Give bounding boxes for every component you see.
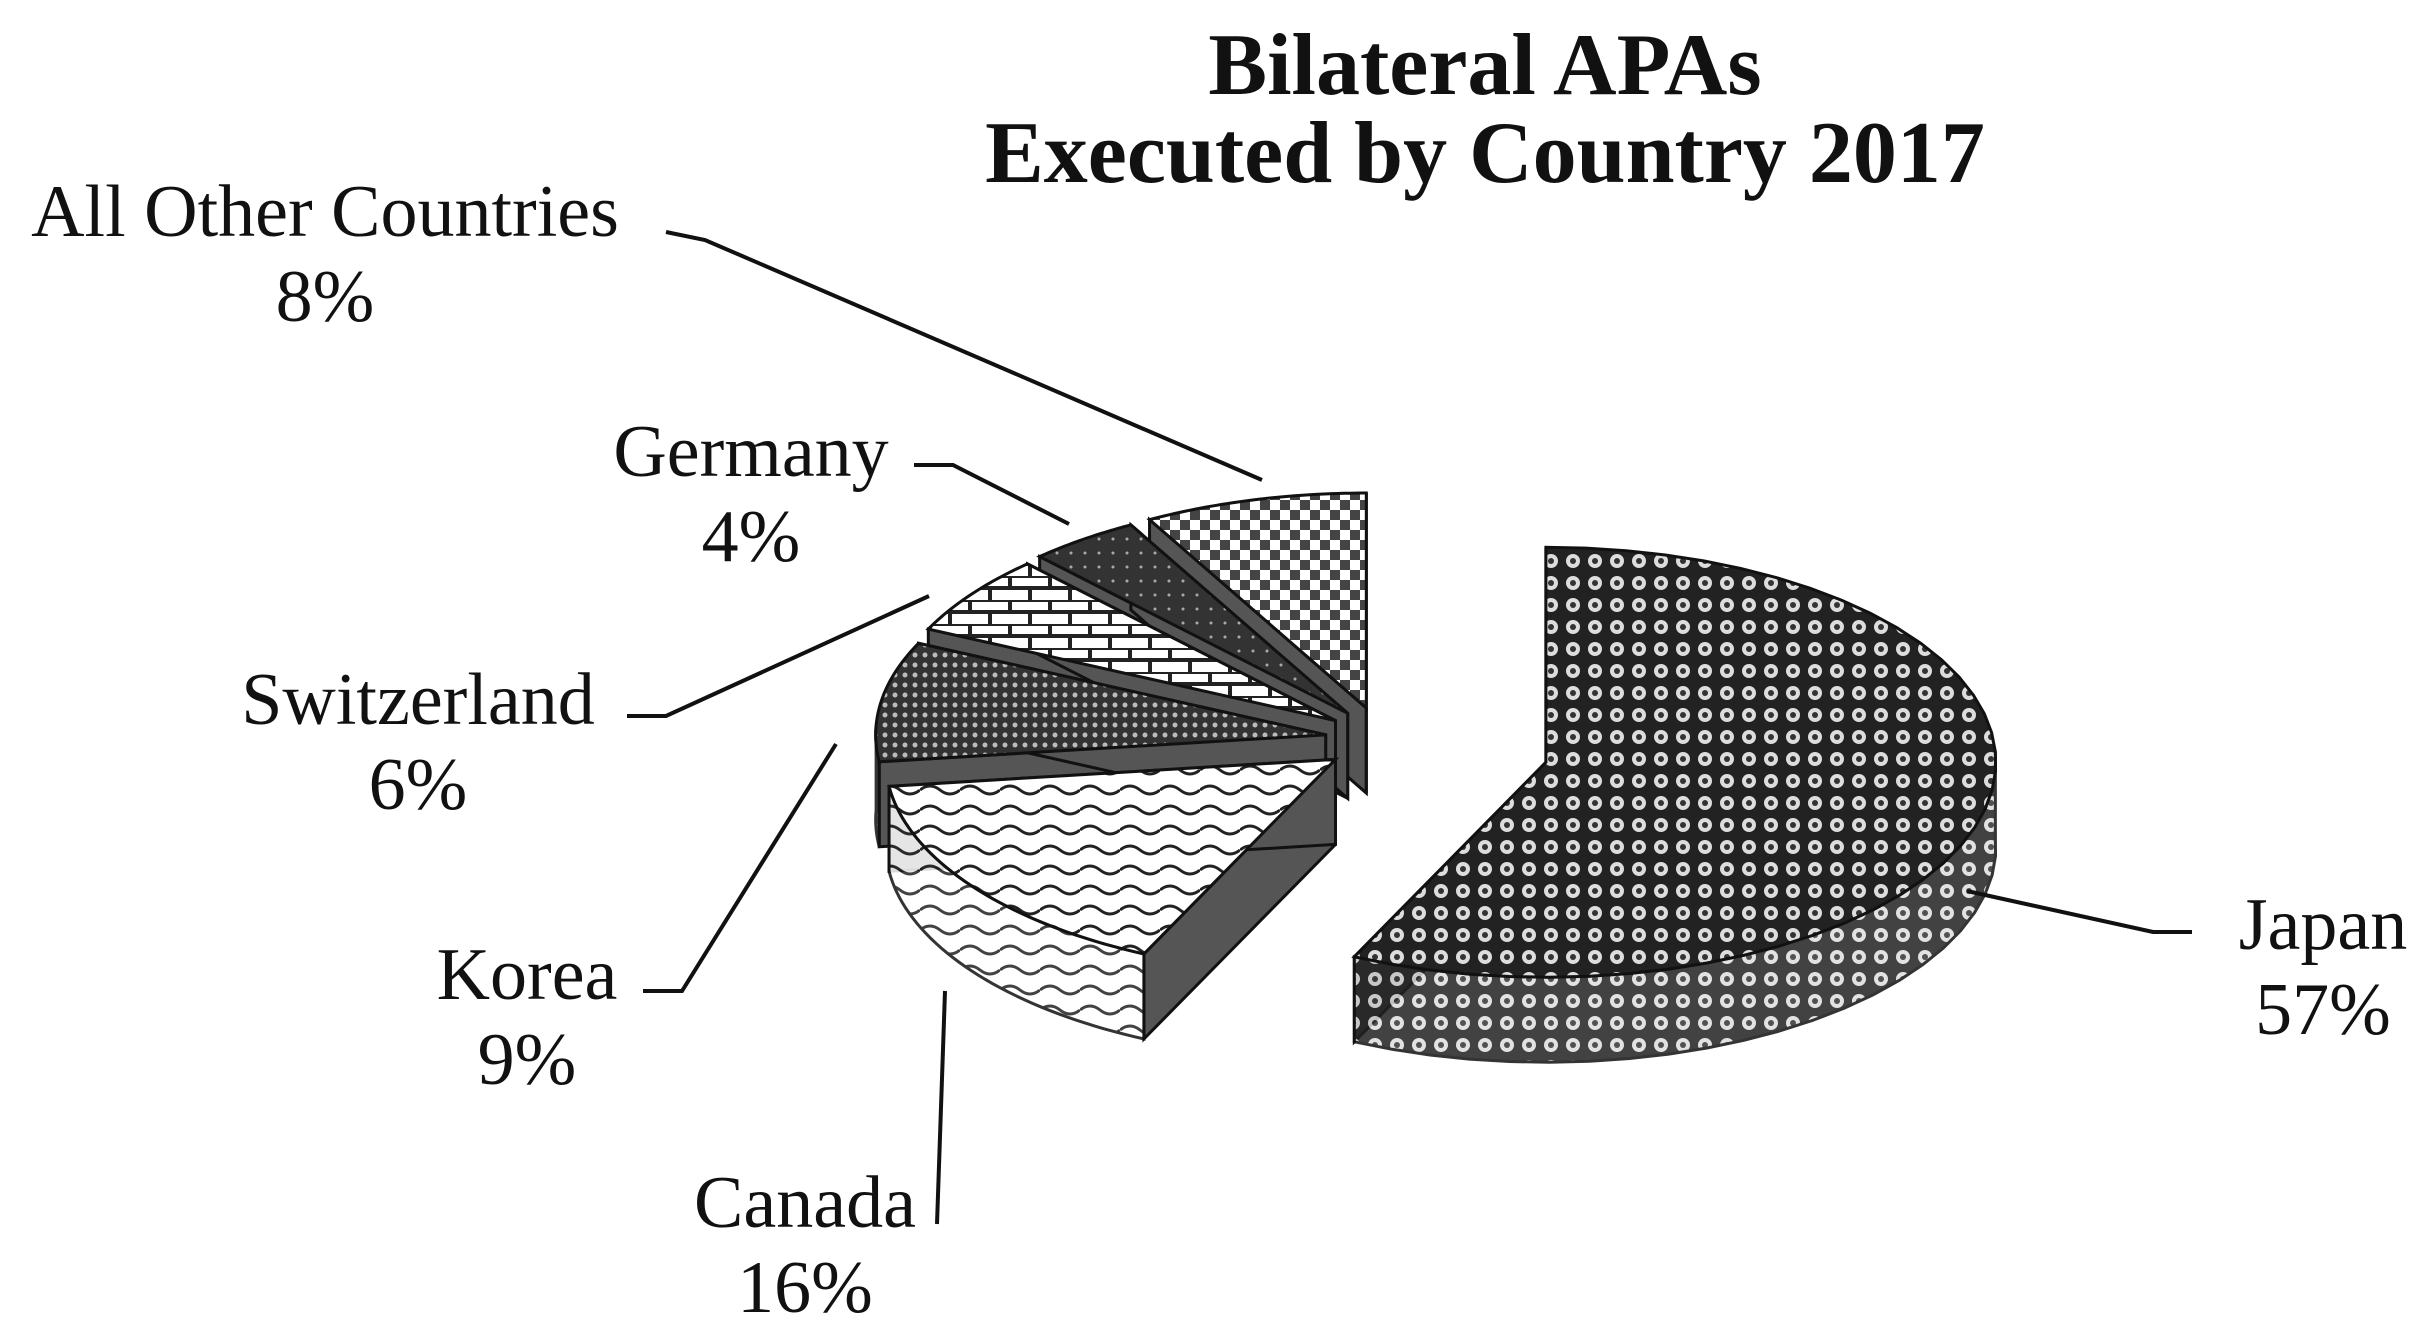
slice-top bbox=[1036, 523, 1349, 715]
slice-japan bbox=[1351, 545, 1998, 1064]
chart-title-line-1: Bilateral APAs bbox=[1208, 17, 1762, 114]
slice-canada bbox=[887, 755, 1340, 1043]
slice-top bbox=[874, 641, 1327, 764]
slice-top bbox=[925, 562, 1337, 723]
leader-line-switzerland bbox=[627, 594, 930, 718]
slice-top bbox=[1351, 545, 1998, 979]
chart-title-line-2: Executed by Country 2017 bbox=[985, 105, 1985, 202]
leader-line-germany bbox=[914, 463, 1070, 526]
leader-line-canada bbox=[935, 990, 947, 1225]
slice-top bbox=[887, 757, 1340, 956]
leader-line-korea bbox=[643, 742, 838, 993]
leader-line-japan bbox=[1966, 889, 2192, 934]
leader-line-other bbox=[665, 230, 1263, 482]
slice-top bbox=[1146, 491, 1368, 712]
